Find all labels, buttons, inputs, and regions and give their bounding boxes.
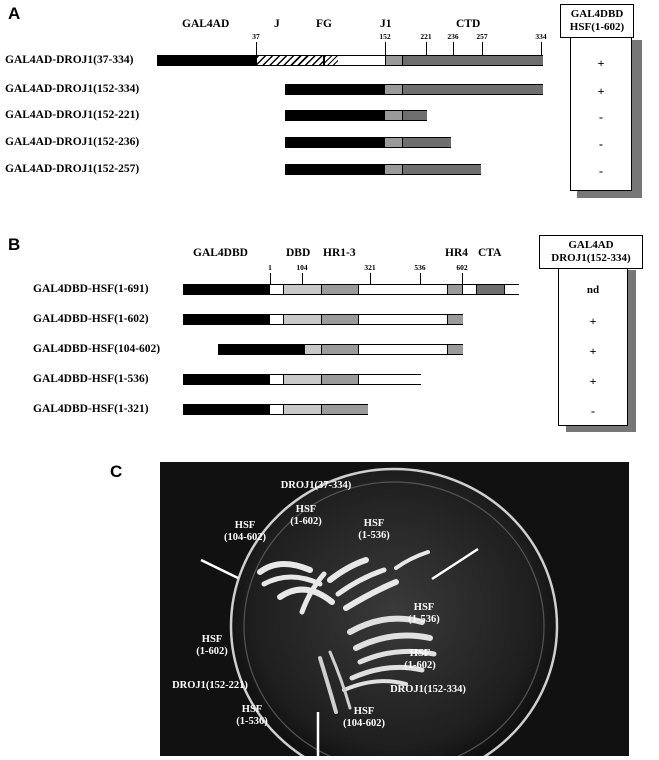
result-header-b-line1: GAL4AD bbox=[568, 239, 614, 251]
result-header-b-line2: DROJ1(152-334) bbox=[551, 252, 631, 264]
yeast-streaks-top bbox=[257, 550, 430, 615]
row-label-a3: GAL4AD-DROJ1(152-221) bbox=[5, 109, 140, 121]
tick-221: 221 bbox=[420, 32, 432, 41]
label-droj1-37-334: DROJ1(37-334) bbox=[280, 480, 352, 491]
row-label-b5: GAL4DBD-HSF(1-321) bbox=[33, 403, 149, 415]
tick-334: 334 bbox=[535, 32, 547, 41]
tick-536: 536 bbox=[414, 263, 426, 272]
sector-divider bbox=[431, 547, 479, 581]
result-b1: nd bbox=[586, 284, 600, 296]
result-header-b: GAL4AD DROJ1(152-334) bbox=[539, 235, 643, 269]
result-box-a: + + - - - bbox=[570, 37, 632, 191]
label-hsf-1-536-right: HSF(1-536) bbox=[408, 602, 440, 625]
tick-mark bbox=[385, 42, 386, 55]
tick-mark bbox=[302, 273, 303, 285]
label-hsf-1-602-top: HSF(1-602) bbox=[290, 504, 322, 527]
domain-gal4dbd: GAL4DBD bbox=[193, 247, 248, 259]
plate-rim bbox=[229, 467, 559, 756]
tick-mark bbox=[453, 42, 454, 55]
label-hsf-1-536-bottom: HSF(1-536) bbox=[236, 704, 268, 727]
label-hsf-104-602-top: HSF(104-602) bbox=[224, 520, 266, 543]
yeast-streaks-bottom bbox=[318, 650, 352, 714]
yeast-streaks-right bbox=[342, 615, 437, 692]
tick-321: 321 bbox=[364, 263, 376, 272]
domain-hr4: HR4 bbox=[445, 247, 468, 259]
tick-mark bbox=[270, 273, 271, 285]
row-label-b4: GAL4DBD-HSF(1-536) bbox=[33, 373, 149, 385]
result-b2: + bbox=[589, 314, 597, 328]
sector-divider bbox=[200, 558, 239, 580]
construct-bar-a1 bbox=[157, 55, 543, 66]
construct-bar-a4 bbox=[285, 137, 451, 148]
result-a2: + bbox=[597, 84, 605, 98]
panel-b-letter: B bbox=[8, 235, 21, 254]
row-label-a1: GAL4AD-DROJ1(37-334) bbox=[5, 54, 134, 66]
result-a1: + bbox=[597, 56, 605, 70]
construct-bar-b4 bbox=[183, 374, 421, 385]
construct-bar-a5 bbox=[285, 164, 481, 175]
plate-inner-rim bbox=[243, 481, 545, 756]
tick-1: 1 bbox=[268, 263, 272, 272]
tick-mark bbox=[256, 42, 257, 55]
label-hsf-1-602-left: HSF(1-602) bbox=[196, 634, 228, 657]
result-header-a-line2: HSF(1-602) bbox=[569, 21, 625, 33]
label-droj1-152-221: DROJ1(152-221) bbox=[172, 680, 248, 691]
construct-bar-b5 bbox=[183, 404, 368, 415]
tick-602: 602 bbox=[456, 263, 468, 272]
panel-a-letter: A bbox=[8, 4, 21, 23]
label-hsf-1-536-top: HSF(1-536) bbox=[358, 518, 390, 541]
tick-mark bbox=[482, 42, 483, 55]
label-hsf-104-602-bottom: HSF(104-602) bbox=[343, 706, 385, 729]
result-box-b: nd + + + - bbox=[558, 268, 628, 426]
result-header-a: GAL4DBD HSF(1-602) bbox=[560, 4, 634, 38]
panel-c-letter: C bbox=[110, 462, 123, 481]
tick-236: 236 bbox=[447, 32, 459, 41]
row-label-a5: GAL4AD-DROJ1(152-257) bbox=[5, 163, 140, 175]
tick-mark bbox=[370, 273, 371, 285]
result-a3: - bbox=[599, 110, 603, 124]
row-label-a4: GAL4AD-DROJ1(152-236) bbox=[5, 136, 140, 148]
domain-j: J bbox=[274, 18, 280, 30]
result-header-a-line1: GAL4DBD bbox=[570, 8, 624, 20]
construct-bar-b1 bbox=[183, 284, 519, 295]
tick-mark bbox=[420, 273, 421, 285]
yeast-plate-photo: DROJ1(37-334) HSF(1-602) HSF(104-602) HS… bbox=[160, 462, 629, 756]
plate-drawing bbox=[200, 467, 559, 756]
construct-bar-b2 bbox=[183, 314, 463, 325]
result-a4: - bbox=[599, 137, 603, 151]
domain-ctd: CTD bbox=[456, 18, 481, 30]
construct-bar-a3 bbox=[285, 110, 427, 121]
domain-gal4ad: GAL4AD bbox=[182, 18, 230, 30]
tick-mark bbox=[541, 42, 542, 55]
tick-104: 104 bbox=[296, 263, 308, 272]
domain-dbd: DBD bbox=[286, 247, 311, 259]
domain-hr1-3: HR1-3 bbox=[323, 247, 356, 259]
construct-bar-a2 bbox=[285, 84, 543, 95]
result-b4: + bbox=[589, 374, 597, 388]
row-label-a2: GAL4AD-DROJ1(152-334) bbox=[5, 83, 140, 95]
tick-257: 257 bbox=[476, 32, 488, 41]
domain-cta: CTA bbox=[478, 247, 502, 259]
domain-j1: J1 bbox=[380, 18, 392, 30]
tick-mark bbox=[426, 42, 427, 55]
result-b3: + bbox=[589, 344, 597, 358]
row-label-b3: GAL4DBD-HSF(104-602) bbox=[33, 343, 161, 355]
tick-152: 152 bbox=[379, 32, 391, 41]
row-label-b2: GAL4DBD-HSF(1-602) bbox=[33, 313, 149, 325]
tick-37: 37 bbox=[252, 32, 260, 41]
row-label-b1: GAL4DBD-HSF(1-691) bbox=[33, 283, 149, 295]
label-droj1-152-334: DROJ1(152-334) bbox=[390, 684, 466, 695]
label-hsf-1-602-right: HSF(1-602) bbox=[404, 648, 436, 671]
result-b5: - bbox=[591, 404, 595, 418]
domain-fg: FG bbox=[316, 18, 332, 30]
tick-mark bbox=[462, 273, 463, 285]
result-a5: - bbox=[599, 164, 603, 178]
construct-bar-b3 bbox=[218, 344, 463, 355]
